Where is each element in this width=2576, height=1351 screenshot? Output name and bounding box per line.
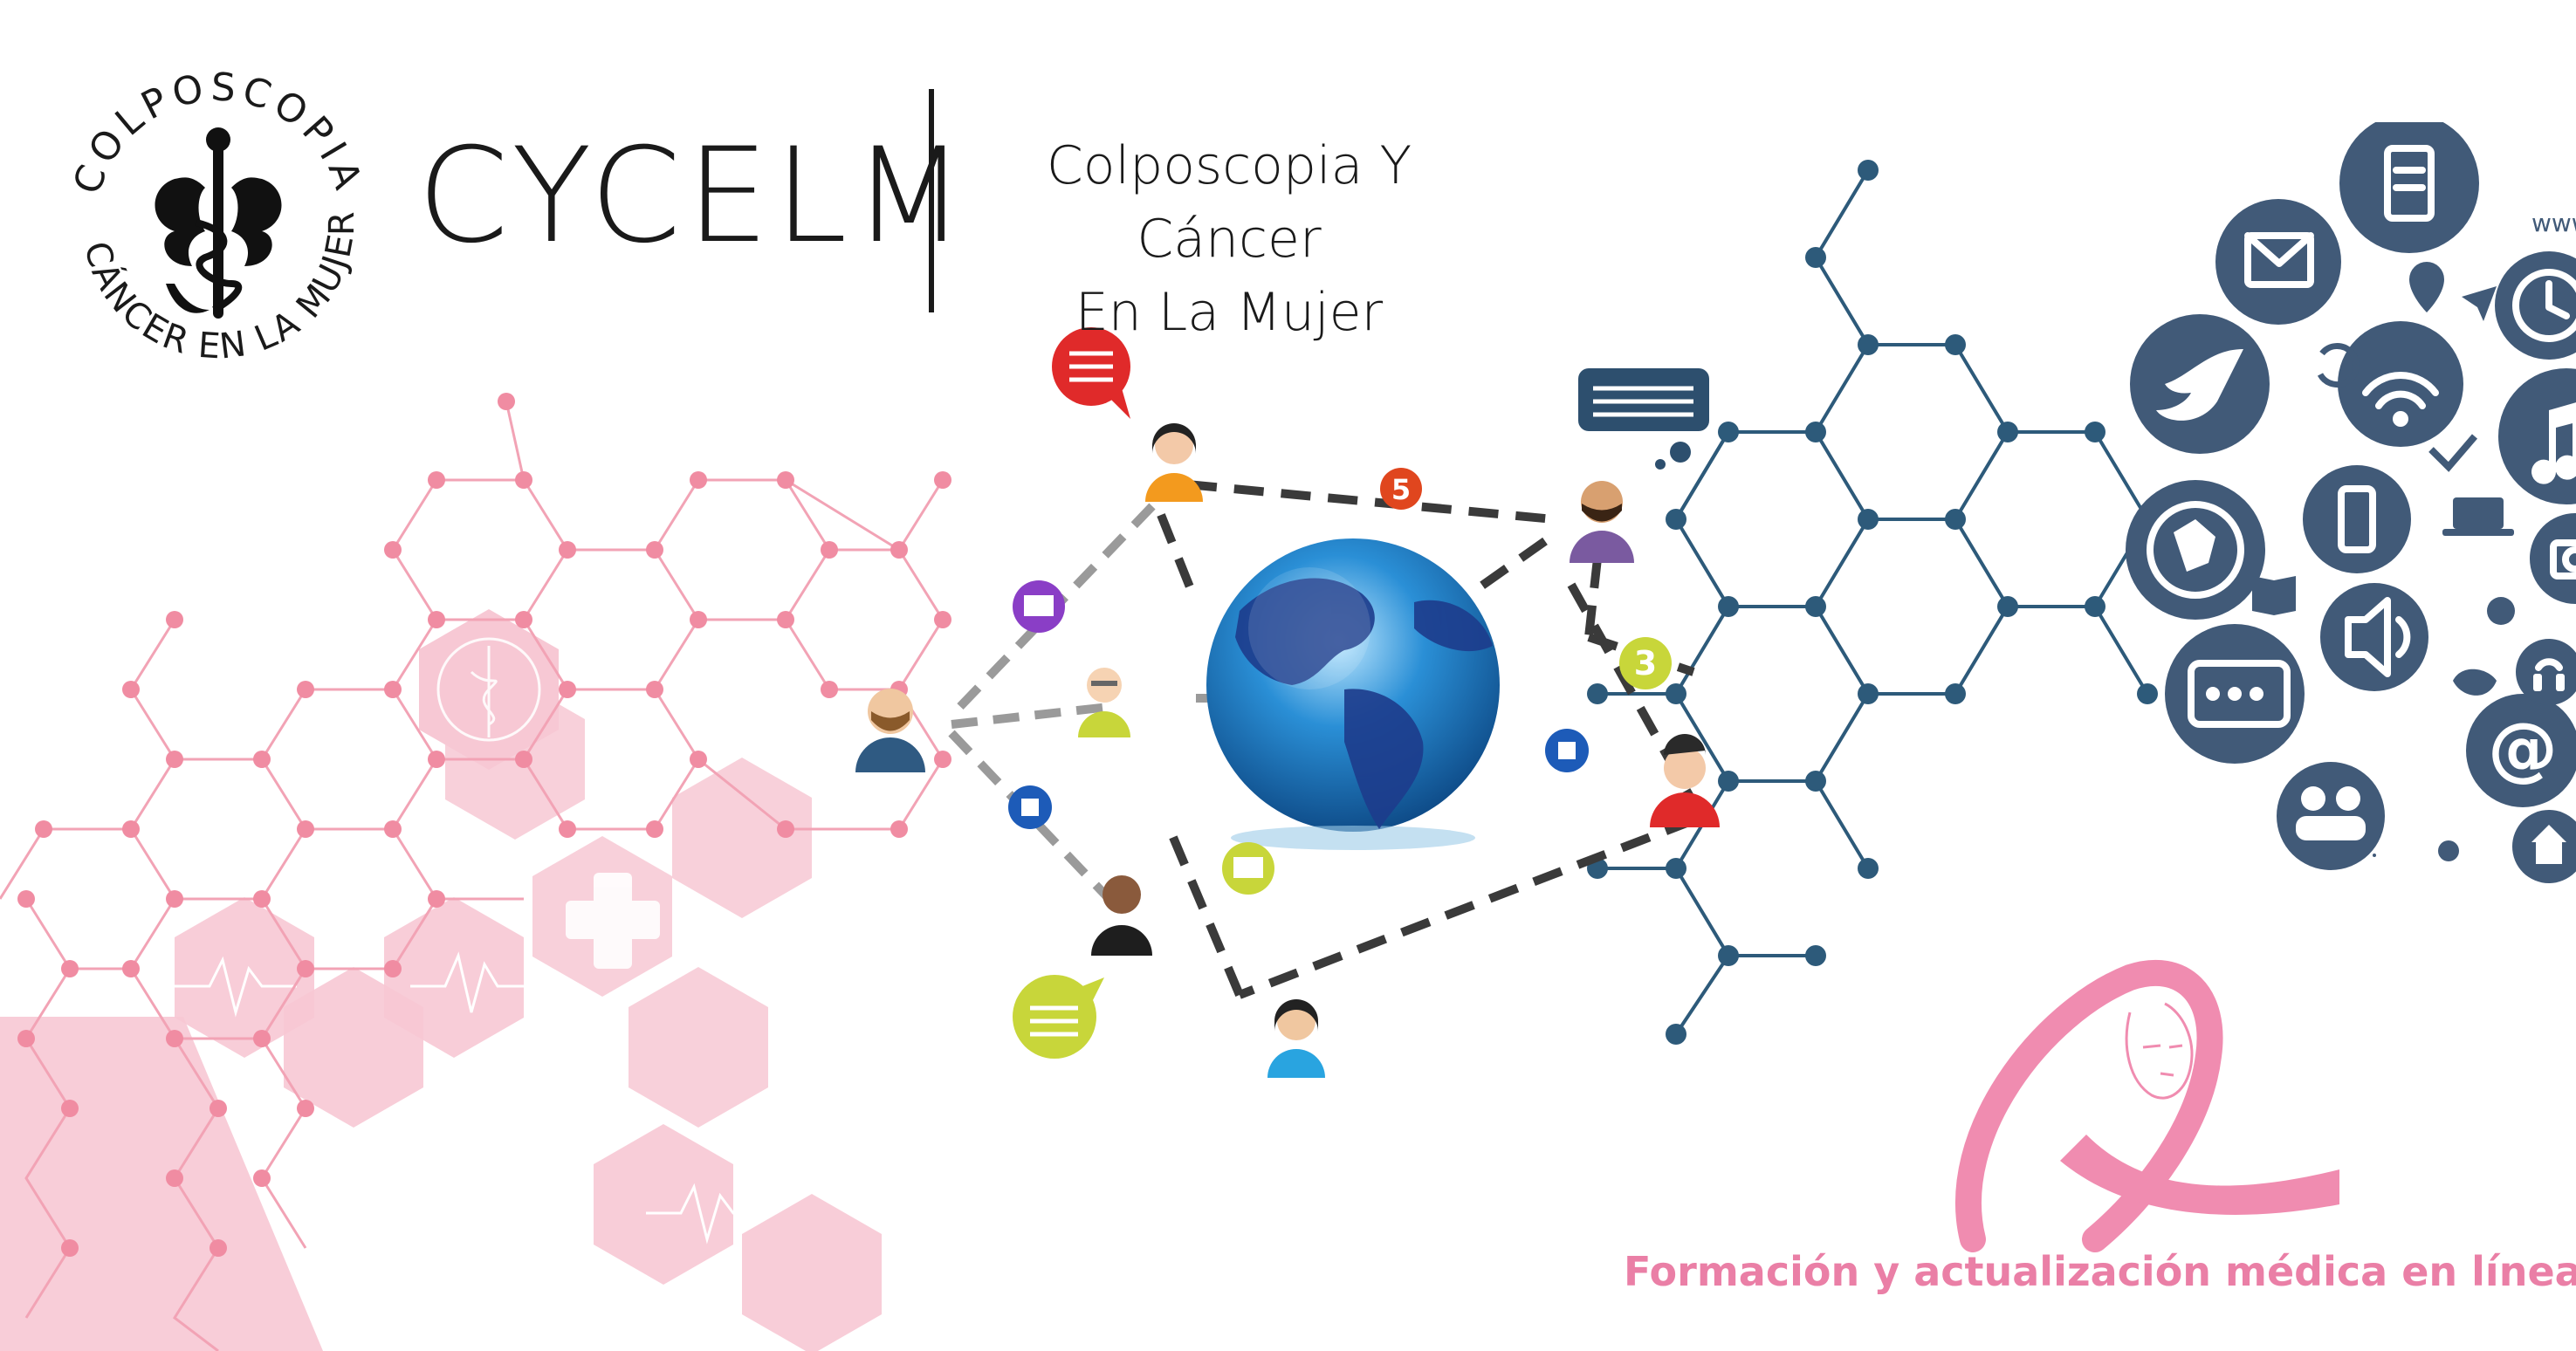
caduceus-wing-left <box>155 177 205 266</box>
gear-icon <box>2487 597 2515 625</box>
cycelm-logo: COLPOSCOPIA Y CÁNCER EN LA MUJER <box>31 17 393 397</box>
brand-subtitle-line1: Colposcopia Y Cáncer <box>1046 135 1412 270</box>
like-badge-left <box>1008 785 1052 829</box>
brand-divider <box>929 89 934 312</box>
pink-hex-network <box>0 393 951 1351</box>
person-man-purple <box>1570 481 1634 563</box>
paper-plane-icon <box>2462 286 2497 321</box>
icon-cloud: @ www <box>2126 122 2576 883</box>
svg-text:5: 5 <box>1391 473 1411 506</box>
brand-acronym: CYCELM <box>417 120 972 272</box>
speaker-icon <box>2320 583 2428 691</box>
wifi-icon <box>2338 321 2463 447</box>
notification-badge-5: 5 <box>1380 468 1422 510</box>
green-chat-bubble <box>1013 975 1104 1059</box>
person-woman-orange <box>1145 423 1203 502</box>
person-man-bearded-left <box>855 689 925 772</box>
social-network: 5 3 <box>855 327 1720 1078</box>
refresh-icon <box>2317 343 2360 388</box>
music-icon <box>2498 368 2576 504</box>
check-icon <box>2428 434 2478 472</box>
bird-small-icon <box>2453 669 2497 696</box>
brand-subtitle-line2: En La Mujer <box>1075 282 1384 343</box>
like-badge-right <box>1545 729 1589 772</box>
navy-chat-bubble <box>1578 368 1709 470</box>
red-chat-bubble <box>1052 327 1130 419</box>
clock-icon <box>2495 251 2576 360</box>
purple-mail-badge <box>1013 580 1065 633</box>
person-man-dark <box>1091 875 1152 956</box>
at-symbol: @ <box>2488 708 2558 789</box>
person-woman-blue <box>1267 999 1325 1078</box>
at-icon <box>2466 694 2576 807</box>
lightbulb-icon <box>2438 840 2459 861</box>
yellow-mail-badge <box>1222 842 1274 895</box>
www-label: www <box>2531 209 2576 237</box>
person-man-red <box>1650 734 1720 827</box>
svg-text:3: 3 <box>1634 644 1657 682</box>
tagline: Formación y actualización médica en líne… <box>1624 1248 2576 1295</box>
caduceus-wing-right <box>231 177 282 266</box>
globe <box>1206 538 1500 832</box>
book-icon <box>2252 576 2296 615</box>
brand-subtitle: Colposcopia Y Cáncer En La Mujer <box>950 129 1508 349</box>
phone-icon <box>2303 465 2411 573</box>
location-pin-icon <box>2409 262 2444 312</box>
laptop-icon <box>2453 497 2504 529</box>
notification-badge-3: 3 <box>1619 637 1672 689</box>
person-elderly <box>1078 668 1130 737</box>
pink-ribbon <box>1955 960 2339 1252</box>
